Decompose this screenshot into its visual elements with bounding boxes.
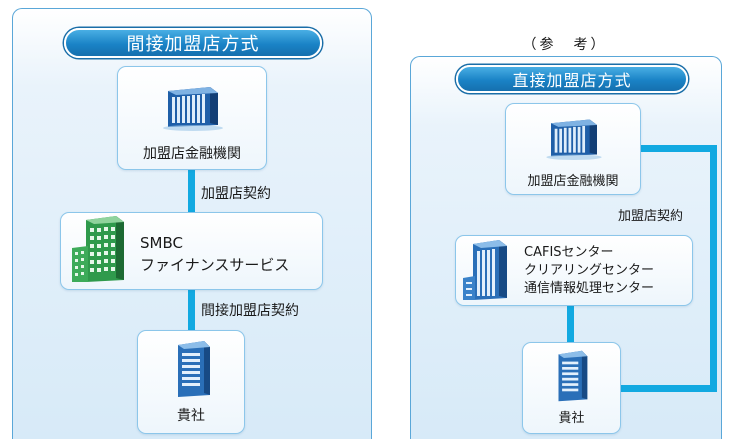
bank-building-icon <box>163 87 223 131</box>
processing-center-names: CAFISセンター クリアリングセンター 通信情報処理センター <box>524 244 654 298</box>
smbc-building-icon <box>72 216 124 282</box>
right-company-box: 貴社 <box>522 342 621 434</box>
left-contract-label: 加盟店契約 <box>201 186 271 202</box>
company-building-icon <box>558 350 588 402</box>
direct-merchant-title: 直接加盟店方式 <box>456 65 688 93</box>
center-line3: 通信情報処理センター <box>524 281 655 296</box>
connector-vertical-right <box>710 145 717 392</box>
smbc-name-line2: ファイナンスサービス <box>140 256 290 274</box>
left-company-box: 貴社 <box>137 330 245 434</box>
indirect-merchant-title: 間接加盟店方式 <box>64 28 322 58</box>
right-contract-label: 加盟店契約 <box>618 209 684 224</box>
right-bank-label: 加盟店金融機関 <box>527 174 619 189</box>
connector-smbc-company <box>188 290 195 330</box>
right-bank-box: 加盟店金融機関 <box>505 103 641 195</box>
left-bank-label: 加盟店金融機関 <box>143 146 241 162</box>
smbc-name: SMBC ファイナンスサービス <box>140 232 289 276</box>
connector-company-right <box>621 385 717 392</box>
left-company-label: 貴社 <box>177 408 205 424</box>
right-company-label: 貴社 <box>558 411 585 426</box>
center-line2: クリアリングセンター <box>524 263 655 278</box>
left-indirect-contract-label: 間接加盟店契約 <box>201 303 299 319</box>
left-bank-box: 加盟店金融機関 <box>117 66 267 170</box>
connector-bank-smbc <box>188 170 195 212</box>
connector-bank-right <box>641 145 717 152</box>
connector-center-company <box>567 306 574 342</box>
bank-building-icon <box>546 119 602 160</box>
center-line1: CAFISセンター <box>524 245 614 260</box>
reference-label: （参 考） <box>522 37 608 53</box>
data-center-building-icon <box>463 240 507 300</box>
company-building-icon <box>178 341 210 397</box>
smbc-name-line1: SMBC <box>140 234 183 252</box>
